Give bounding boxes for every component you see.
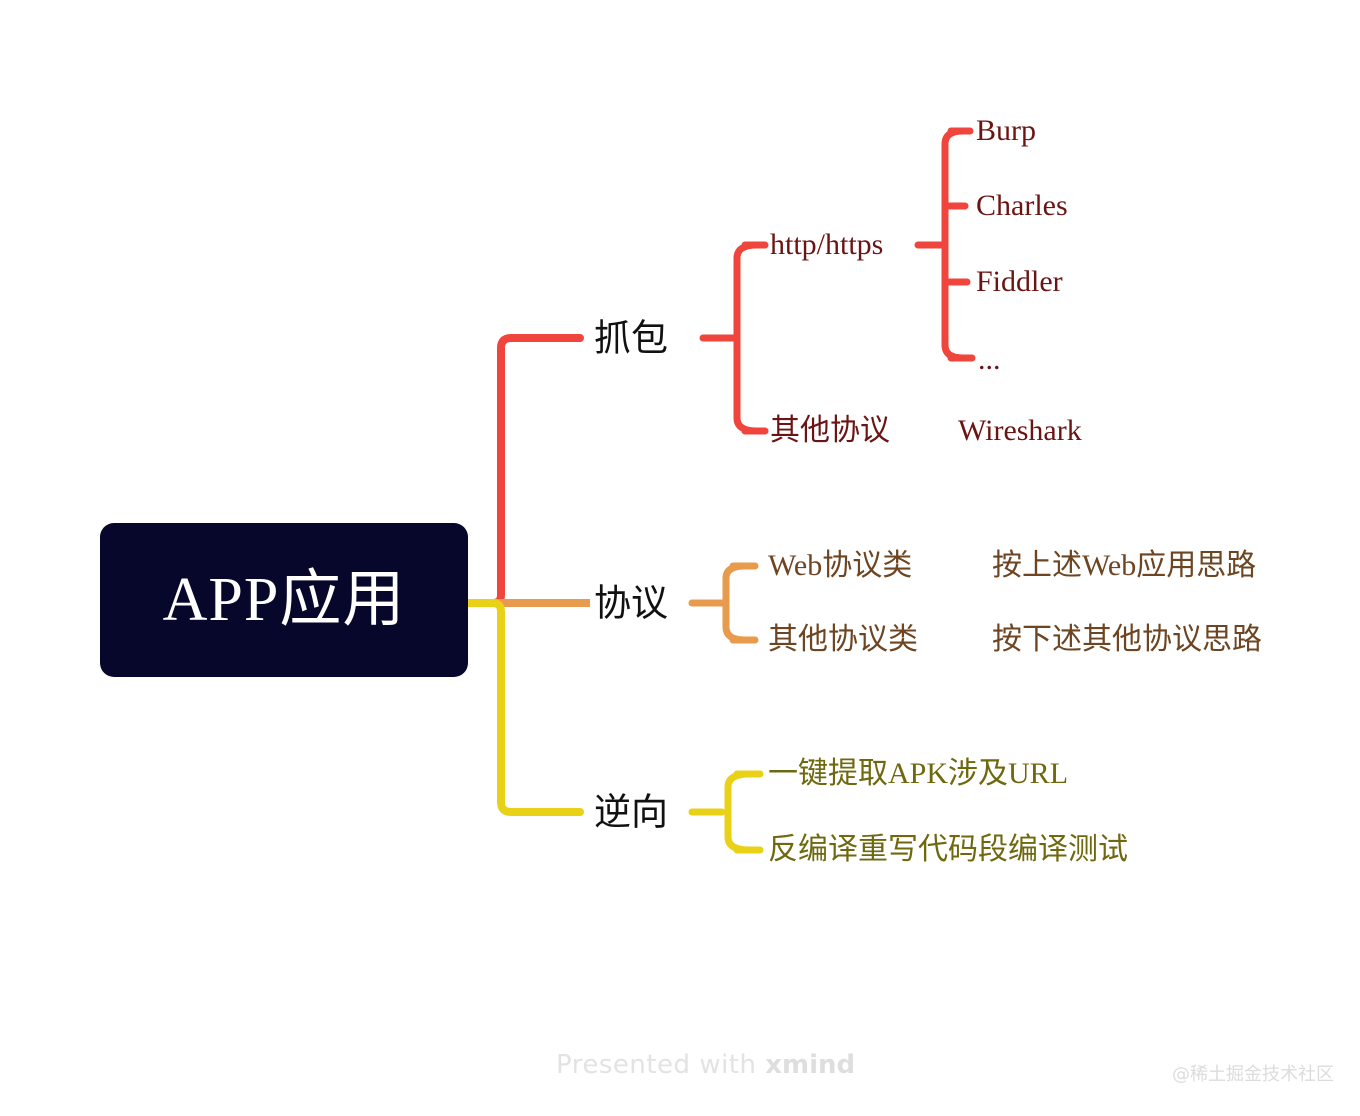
node-web-protocol-type[interactable]: Web协议类: [768, 549, 913, 582]
node-web-app-approach[interactable]: 按上述Web应用思路: [992, 549, 1257, 582]
wire-reverse-bracket: [724, 770, 753, 854]
root-node[interactable]: APP应用: [100, 523, 468, 677]
xmind-watermark-brand: xmind: [765, 1050, 856, 1080]
wire-capture-bracket: [733, 241, 761, 435]
node-other-protocol[interactable]: 其他协议: [770, 414, 890, 447]
node-charles[interactable]: Charles: [976, 189, 1068, 222]
node-ellipsis[interactable]: ...: [978, 343, 1001, 376]
xmind-watermark: Presented with xmind: [556, 1050, 855, 1080]
juejin-watermark: @稀土掘金技术社区: [1172, 1064, 1334, 1085]
branch-label-protocol[interactable]: 协议: [594, 582, 668, 624]
node-fiddler[interactable]: Fiddler: [976, 265, 1063, 298]
branch-label-reverse[interactable]: 逆向: [594, 791, 668, 833]
wire-protocol-bracket: [722, 562, 749, 644]
node-decompile-recompile-test[interactable]: 反编译重写代码段编译测试: [768, 833, 1128, 866]
node-other-protocol-type[interactable]: 其他协议类: [768, 623, 918, 656]
xmind-watermark-prefix: Presented with: [556, 1050, 766, 1080]
node-wireshark[interactable]: Wireshark: [958, 414, 1082, 447]
node-burp[interactable]: Burp: [976, 114, 1036, 147]
node-http-https[interactable]: http/https: [770, 228, 884, 261]
wire-http-bracket: [941, 127, 967, 362]
branch-label-capture[interactable]: 抓包: [594, 317, 668, 359]
node-extract-apk-url[interactable]: 一键提取APK涉及URL: [768, 757, 1069, 790]
wire-root-to-reverse: [464, 599, 584, 816]
root-node-label: APP应用: [162, 566, 406, 634]
node-other-protocol-approach[interactable]: 按下述其他协议思路: [992, 623, 1262, 656]
wire-root-to-capture: [464, 334, 584, 607]
